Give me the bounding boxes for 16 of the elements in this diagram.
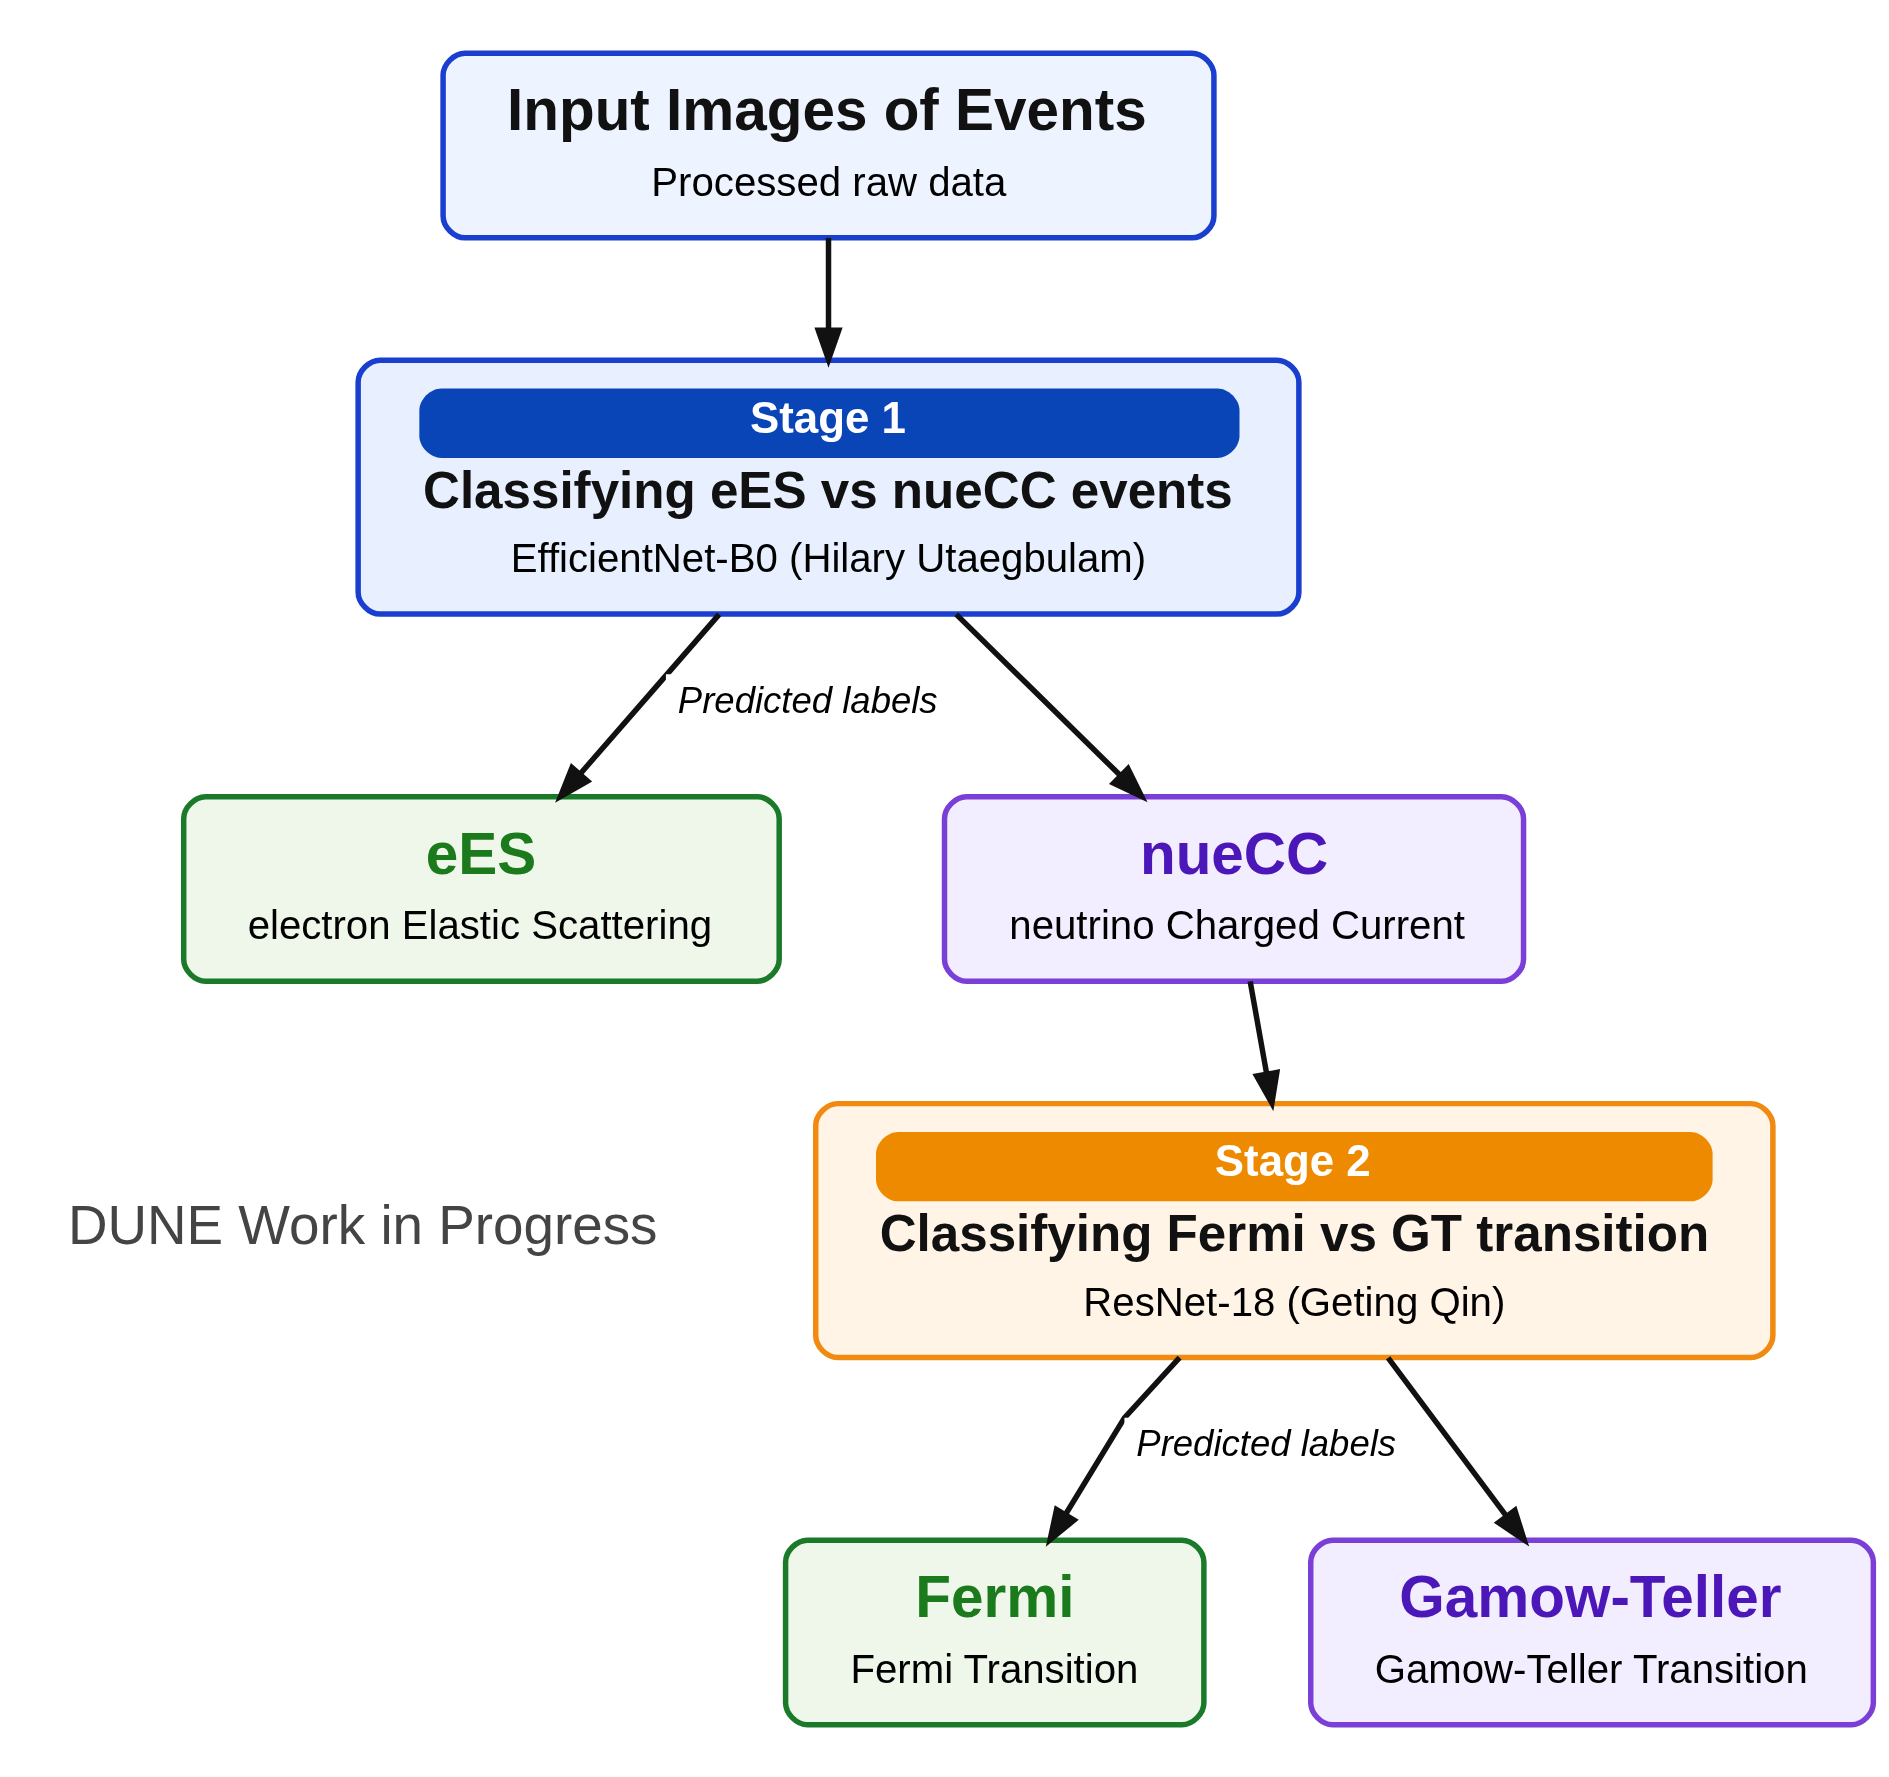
arrow bbox=[1385, 1355, 1530, 1547]
arrow bbox=[814, 237, 843, 368]
node-box: eES electron Elastic Scattering bbox=[180, 793, 782, 984]
node-box: Stage 2 Classifying Fermi vs GT transition ResNet-18 (Geting Qin) bbox=[813, 1100, 1776, 1360]
arrow bbox=[1045, 1355, 1182, 1547]
edge-label: Predicted labels bbox=[677, 679, 938, 721]
arrow bbox=[1247, 980, 1281, 1111]
arrow bbox=[555, 612, 722, 803]
arrow bbox=[954, 611, 1148, 802]
node-box: Gamow-Teller Gamow-Teller Transition bbox=[1308, 1536, 1877, 1727]
node-box: Input Images of Events Processed raw data bbox=[440, 50, 1217, 241]
node-box: nueCC neutrino Charged Current bbox=[941, 793, 1527, 984]
edge-label: Predicted labels bbox=[1136, 1422, 1397, 1464]
label: DUNE Work in Progress bbox=[67, 1193, 658, 1256]
node-box: Fermi Fermi Transition bbox=[782, 1536, 1207, 1727]
node-box: Stage 1 Classifying eES vs nueCC events EfficientNet-B0 (Hilary Utaegbulam) bbox=[355, 356, 1302, 617]
